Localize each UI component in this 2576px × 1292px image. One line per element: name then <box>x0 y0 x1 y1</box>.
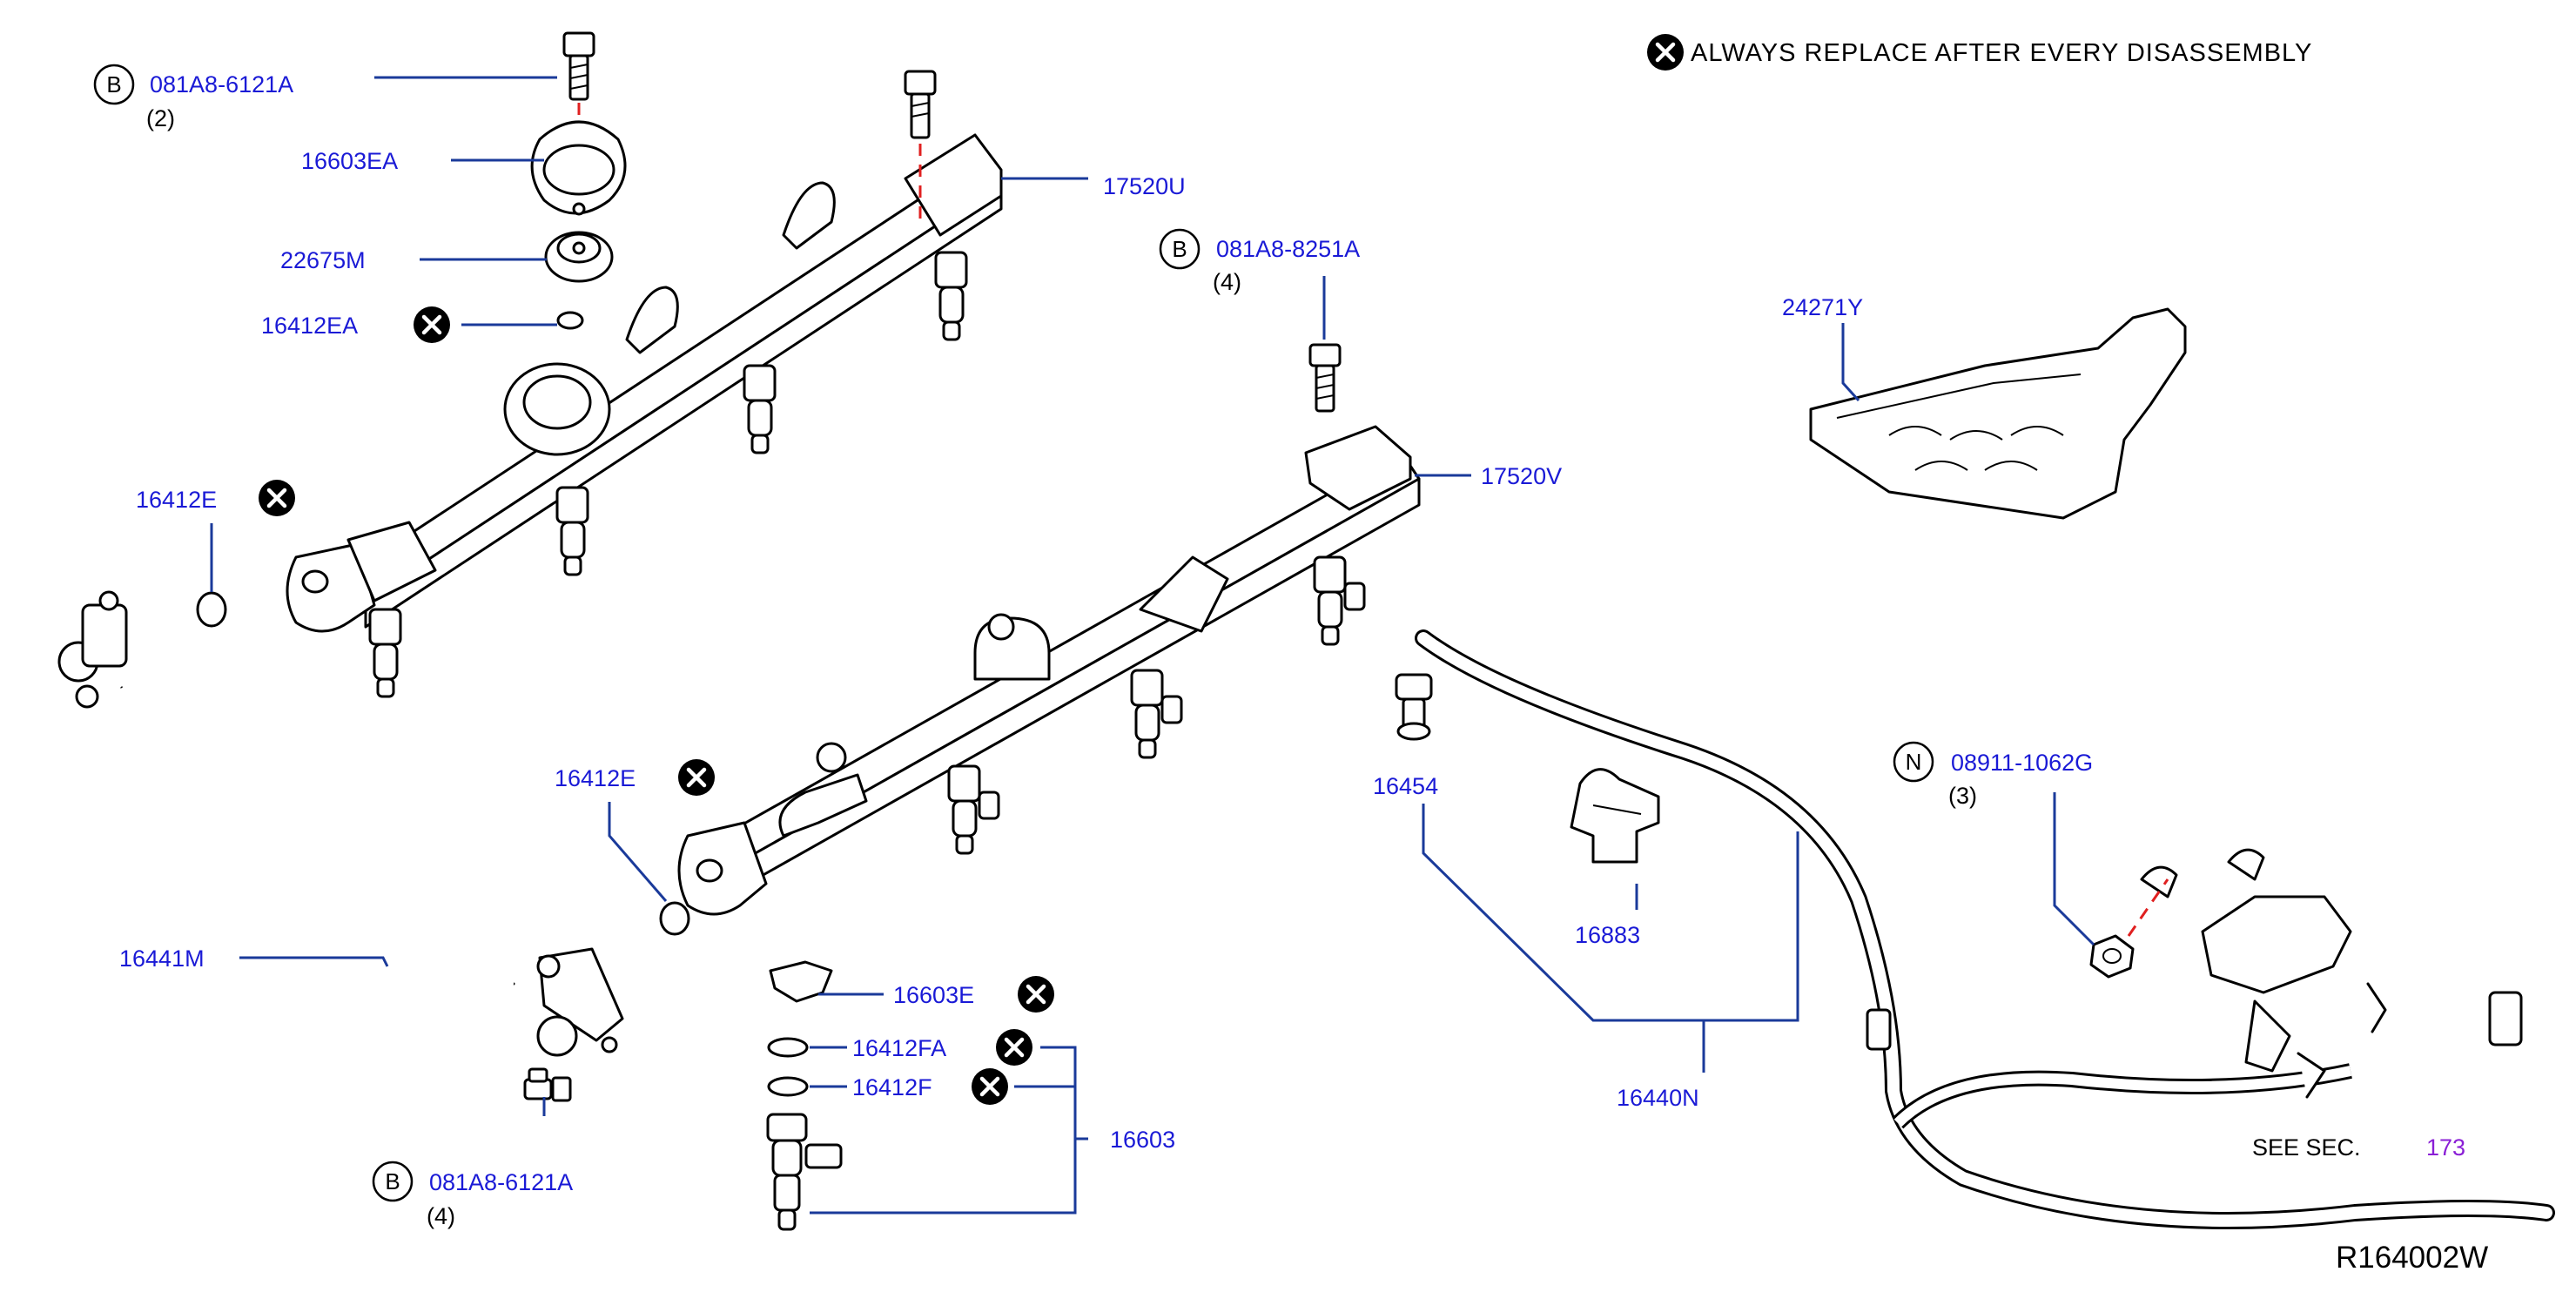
nut-08911-1062G <box>2089 878 2169 979</box>
bolt-symbol-icon: B <box>1159 228 1201 270</box>
clip-16603E <box>769 960 833 1003</box>
bolt-081A8-8251A <box>1308 343 1342 413</box>
label-16412FA: 16412FA <box>852 1035 946 1061</box>
engine-cover-24271Y <box>1809 307 2187 520</box>
label-16454: 16454 <box>1373 773 1438 799</box>
replace-x-icon <box>1018 976 1054 1013</box>
diagram-reference: R164002W <box>2336 1241 2488 1275</box>
injector-upper-4 <box>934 251 968 341</box>
replace-x-icon <box>972 1068 1008 1105</box>
fuel-hose-16440N <box>1415 629 2555 1229</box>
label-16440N: 16440N <box>1617 1085 1699 1111</box>
oring-16412FA <box>767 1037 809 1058</box>
label-16412E-left: 16412E <box>136 487 217 513</box>
svg-text:B: B <box>385 1168 400 1194</box>
injector-upper-1 <box>368 608 402 698</box>
injector-lower-3 <box>1313 555 1366 646</box>
legend: ALWAYS REPLACE AFTER EVERY DISASSEMBLY <box>1647 34 2312 71</box>
oring-16412E-left <box>196 591 227 628</box>
label-16412EA: 16412EA <box>261 313 358 339</box>
svg-text:B: B <box>1172 236 1187 262</box>
replace-x-icon <box>414 306 450 343</box>
label-081A8-6121A-top: 081A8-6121A <box>150 71 293 98</box>
label-16441M: 16441M <box>119 945 205 972</box>
oring-16412EA <box>556 311 584 330</box>
injector-lower-2 <box>1130 669 1183 759</box>
see-section: SEE SEC. 173 <box>2252 1134 2465 1161</box>
oring-16412E-mid <box>659 901 690 936</box>
fuel-rail-upper <box>286 133 1003 698</box>
bolt-symbol-icon: B <box>372 1161 414 1202</box>
replace-x-icon <box>1647 34 1684 71</box>
qty-081A8-6121A-bottom: (4) <box>427 1203 455 1229</box>
label-17520U: 17520U <box>1103 173 1186 199</box>
legend-text: ALWAYS REPLACE AFTER EVERY DISASSEMBLY <box>1691 39 2312 67</box>
fuel-rail-lower <box>677 425 1421 916</box>
connector-16454 <box>1395 673 1433 741</box>
damper-stack <box>530 31 627 330</box>
label-16412F: 16412F <box>852 1074 932 1100</box>
replace-x-icon <box>996 1029 1032 1066</box>
label-16883: 16883 <box>1575 922 1640 948</box>
replace-x-icon <box>678 759 715 796</box>
fuel-tube-16441M <box>57 590 624 1057</box>
bolt-rail-upper <box>904 70 937 222</box>
label-16603: 16603 <box>1110 1127 1175 1153</box>
qty-081A8-8251A: (4) <box>1213 269 1241 295</box>
leader-lines <box>210 76 2095 1215</box>
svg-text:B: B <box>106 71 121 98</box>
see-section-prefix: SEE SEC. <box>2252 1134 2361 1161</box>
label-22675M: 22675M <box>280 247 366 273</box>
label-16603E: 16603E <box>893 982 974 1008</box>
oring-16412F <box>767 1076 809 1097</box>
clip-16883 <box>1570 768 1660 864</box>
injector-upper-2 <box>555 486 589 576</box>
injector-lower-1 <box>947 764 1000 855</box>
label-16603EA: 16603EA <box>301 148 398 174</box>
label-081A8-8251A: 081A8-8251A <box>1216 236 1360 262</box>
qty-081A8-6121A-top: (2) <box>146 105 175 131</box>
replace-x-icon <box>259 480 295 516</box>
injector-upper-3 <box>743 364 777 454</box>
label-08911-1062G: 08911-1062G <box>1951 750 2093 776</box>
injector-16603 <box>766 1113 843 1231</box>
damper-cover-16603EA <box>530 120 627 216</box>
damper-22675M <box>544 231 614 283</box>
label-16412E-mid: 16412E <box>555 765 636 791</box>
svg-text:N: N <box>1906 749 1922 775</box>
label-081A8-6121A-bottom: 081A8-6121A <box>429 1169 573 1195</box>
label-24271Y: 24271Y <box>1782 294 1863 320</box>
label-17520V: 17520V <box>1481 463 1562 489</box>
qty-08911-1062G: (3) <box>1948 783 1977 809</box>
bolt-symbol-icon: B <box>93 64 135 105</box>
bolt-081A8-6121A-bottom <box>523 1067 572 1102</box>
see-section-number: 173 <box>2426 1134 2465 1161</box>
bolt-081A8-6121A-top <box>562 31 595 101</box>
injector-kit <box>766 960 843 1231</box>
nut-symbol-icon: N <box>1893 741 1934 783</box>
